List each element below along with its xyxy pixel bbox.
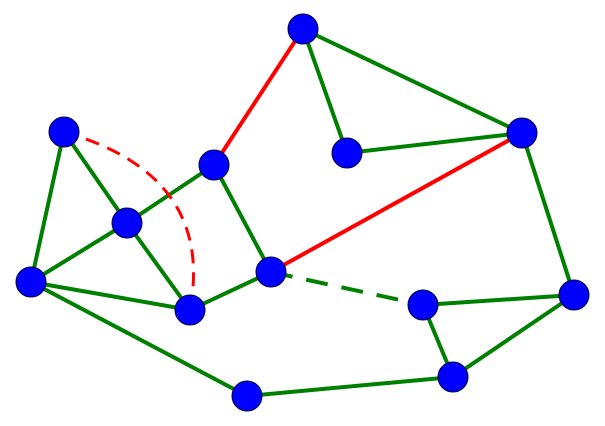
graph-node xyxy=(15,266,47,298)
graph-node xyxy=(111,207,143,239)
edge-n7-n3-red xyxy=(270,131,523,274)
edge-layer xyxy=(29,27,576,398)
edge-n2-n5-red xyxy=(212,27,305,167)
edge-n4-n3 xyxy=(346,131,523,155)
edge-n12-n13 xyxy=(451,293,576,379)
edge-n8-n9 xyxy=(30,280,191,312)
edge-n5-n7 xyxy=(212,164,273,273)
edge-n3-n12 xyxy=(520,132,576,296)
edge-n6-n9 xyxy=(125,221,192,312)
edge-n13-n14 xyxy=(246,375,454,398)
edge-n12-n11 xyxy=(422,293,575,307)
edge-n2-n4 xyxy=(301,28,349,154)
edge-n8-n6 xyxy=(29,221,129,284)
graph-node xyxy=(48,116,80,148)
graph-node xyxy=(558,279,590,311)
edge-n1-n6 xyxy=(62,130,129,225)
graph-node xyxy=(287,13,319,45)
graph-node xyxy=(198,149,230,181)
graph-node xyxy=(231,380,263,412)
edge-n2-n3 xyxy=(302,27,523,135)
graph-node xyxy=(255,256,287,288)
edge-n8-n1 xyxy=(29,131,66,283)
graph-node xyxy=(506,117,538,149)
edge-n14-n8 xyxy=(30,280,248,398)
edge-n7-n11-dashed xyxy=(270,270,424,307)
edge-n1-n9-red-dashed-curve xyxy=(63,130,195,311)
graph-node xyxy=(437,361,469,393)
graph-node xyxy=(174,294,206,326)
node-layer xyxy=(15,13,590,412)
edge-n6-n5 xyxy=(125,163,216,225)
graph-node xyxy=(407,289,439,321)
graph-node xyxy=(331,137,363,169)
